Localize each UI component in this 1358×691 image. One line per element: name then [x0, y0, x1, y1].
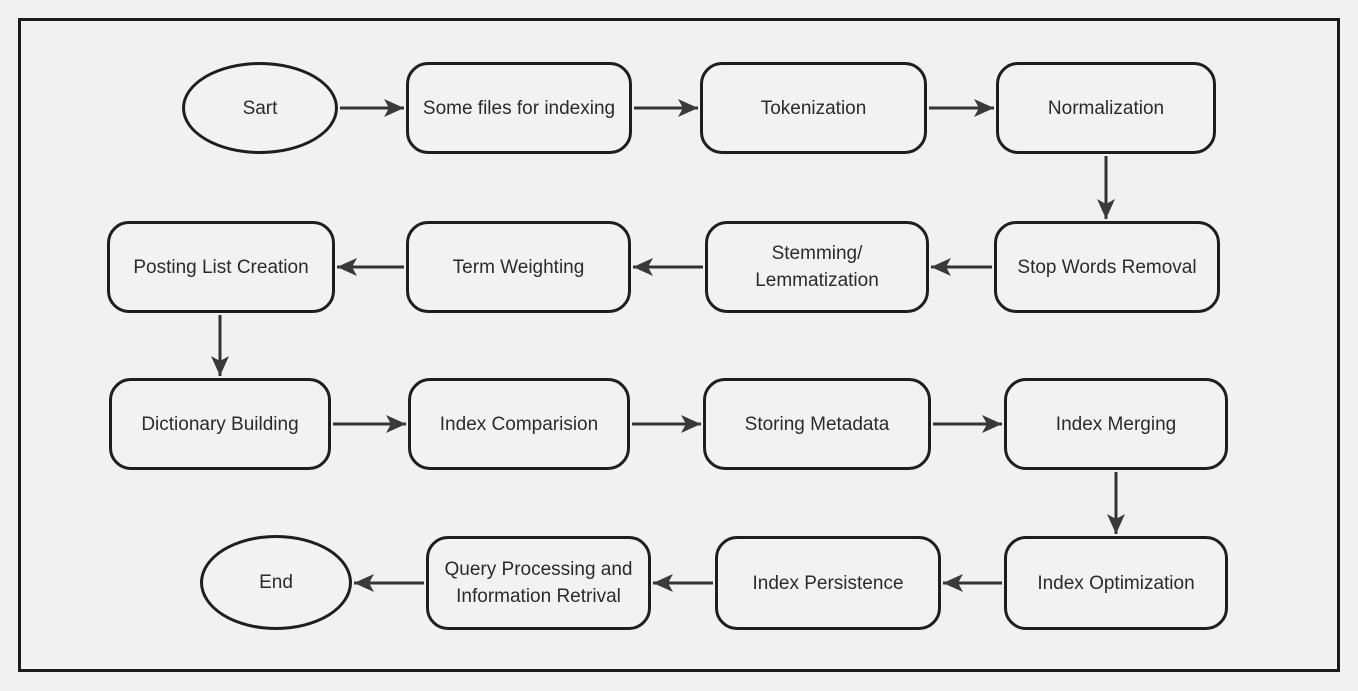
node-storing-metadata: Storing Metadata — [703, 378, 931, 470]
node-files-label: Some files for indexing — [422, 97, 616, 119]
node-end-label: End — [259, 572, 293, 593]
node-index-comparision-label: Index Comparision — [439, 413, 599, 435]
node-posting-list: Posting List Creation — [107, 221, 335, 313]
node-storing-metadata-label: Storing Metadata — [744, 413, 890, 435]
node-index-merging-label: Index Merging — [1055, 413, 1177, 435]
node-dictionary: Dictionary Building — [109, 378, 331, 470]
node-index-merging: Index Merging — [1004, 378, 1228, 470]
node-query-processing-label: Query Processing and Information Retriva… — [444, 559, 633, 607]
node-end: End — [200, 535, 352, 630]
node-index-persistence: Index Persistence — [715, 536, 941, 630]
node-tokenization: Tokenization — [700, 62, 927, 154]
node-term-weighting-label: Term Weighting — [452, 256, 585, 278]
node-normalization-label: Normalization — [1047, 97, 1165, 119]
node-index-persistence-label: Index Persistence — [752, 572, 904, 594]
node-normalization: Normalization — [996, 62, 1216, 154]
node-stop-words-label: Stop Words Removal — [1017, 256, 1197, 278]
node-index-comparision: Index Comparision — [408, 378, 630, 470]
node-posting-list-label: Posting List Creation — [133, 256, 309, 278]
node-stemming: Stemming/ Lemmatization — [705, 221, 929, 313]
node-start: Sart — [182, 62, 338, 154]
node-term-weighting: Term Weighting — [406, 221, 631, 313]
node-query-processing: Query Processing and Information Retriva… — [426, 536, 651, 630]
node-stemming-label: Stemming/ Lemmatization — [755, 243, 879, 291]
node-dictionary-label: Dictionary Building — [141, 413, 299, 435]
node-start-label: Sart — [242, 97, 278, 119]
node-stop-words: Stop Words Removal — [994, 221, 1220, 313]
node-index-optimization: Index Optimization — [1004, 536, 1228, 630]
node-tokenization-label: Tokenization — [760, 97, 867, 119]
node-index-optimization-label: Index Optimization — [1037, 572, 1195, 594]
node-files: Some files for indexing — [406, 62, 632, 154]
